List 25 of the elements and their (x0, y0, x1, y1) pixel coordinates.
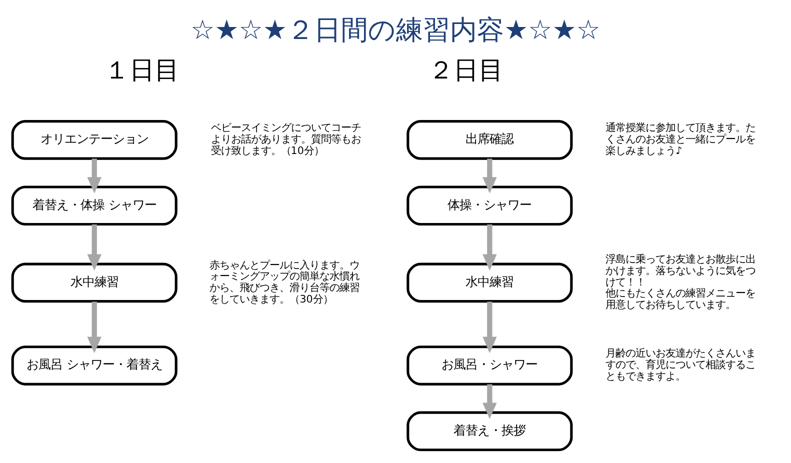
label: １日目 (104, 56, 180, 85)
arrow (482, 224, 497, 270)
arrow (482, 302, 497, 354)
node-label: 通常授業に参加して頂きます。たくさんのお友達と一緒にプールを楽しみましょう♪ (606, 122, 756, 157)
arrow (87, 224, 102, 270)
node-box: 出席確認 (406, 120, 573, 160)
node-label: ベビースイミングについてコーチよりお話があります。質問等もお受け致します。（10分） (210, 122, 361, 157)
node-label: 他にもたくさんの練習メニューを用意してお待ちしています。 (606, 288, 756, 312)
node-box: オリエンテーション (11, 120, 178, 160)
node-label: 浮島に乗ってお友達とお散歩に出かけます。落ちないように気をつけて！！ (606, 254, 756, 288)
label: ２日目 (428, 56, 504, 85)
node-box: お風呂 シャワー・着替え (11, 346, 178, 386)
diagram-title: ☆★☆★２日間の練習内容★☆★☆ (190, 14, 600, 46)
node-box: 水中練習 (11, 262, 178, 303)
node-label: 赤ちゃんとプールに入ります。ウォーミングアップの簡単な水慣れから、飛びつき、滑り台等の練習をしていきます。（30分） (210, 259, 360, 306)
node-box: お風呂・シャワー (406, 346, 573, 386)
arrow (87, 302, 102, 354)
node-box: 体操・シャワー (406, 186, 573, 226)
node-box: 着替え・挨拶 (406, 411, 573, 452)
node-box: 水中練習 (406, 262, 573, 303)
node-label: 月齢の近いお友達がたくさんいますので、育児について相談することもできますよ。 (606, 348, 756, 382)
node-box: 着替え・体操 シャワー (11, 186, 178, 226)
arrow (87, 158, 102, 194)
arrow (482, 158, 497, 194)
arrow (482, 384, 497, 420)
